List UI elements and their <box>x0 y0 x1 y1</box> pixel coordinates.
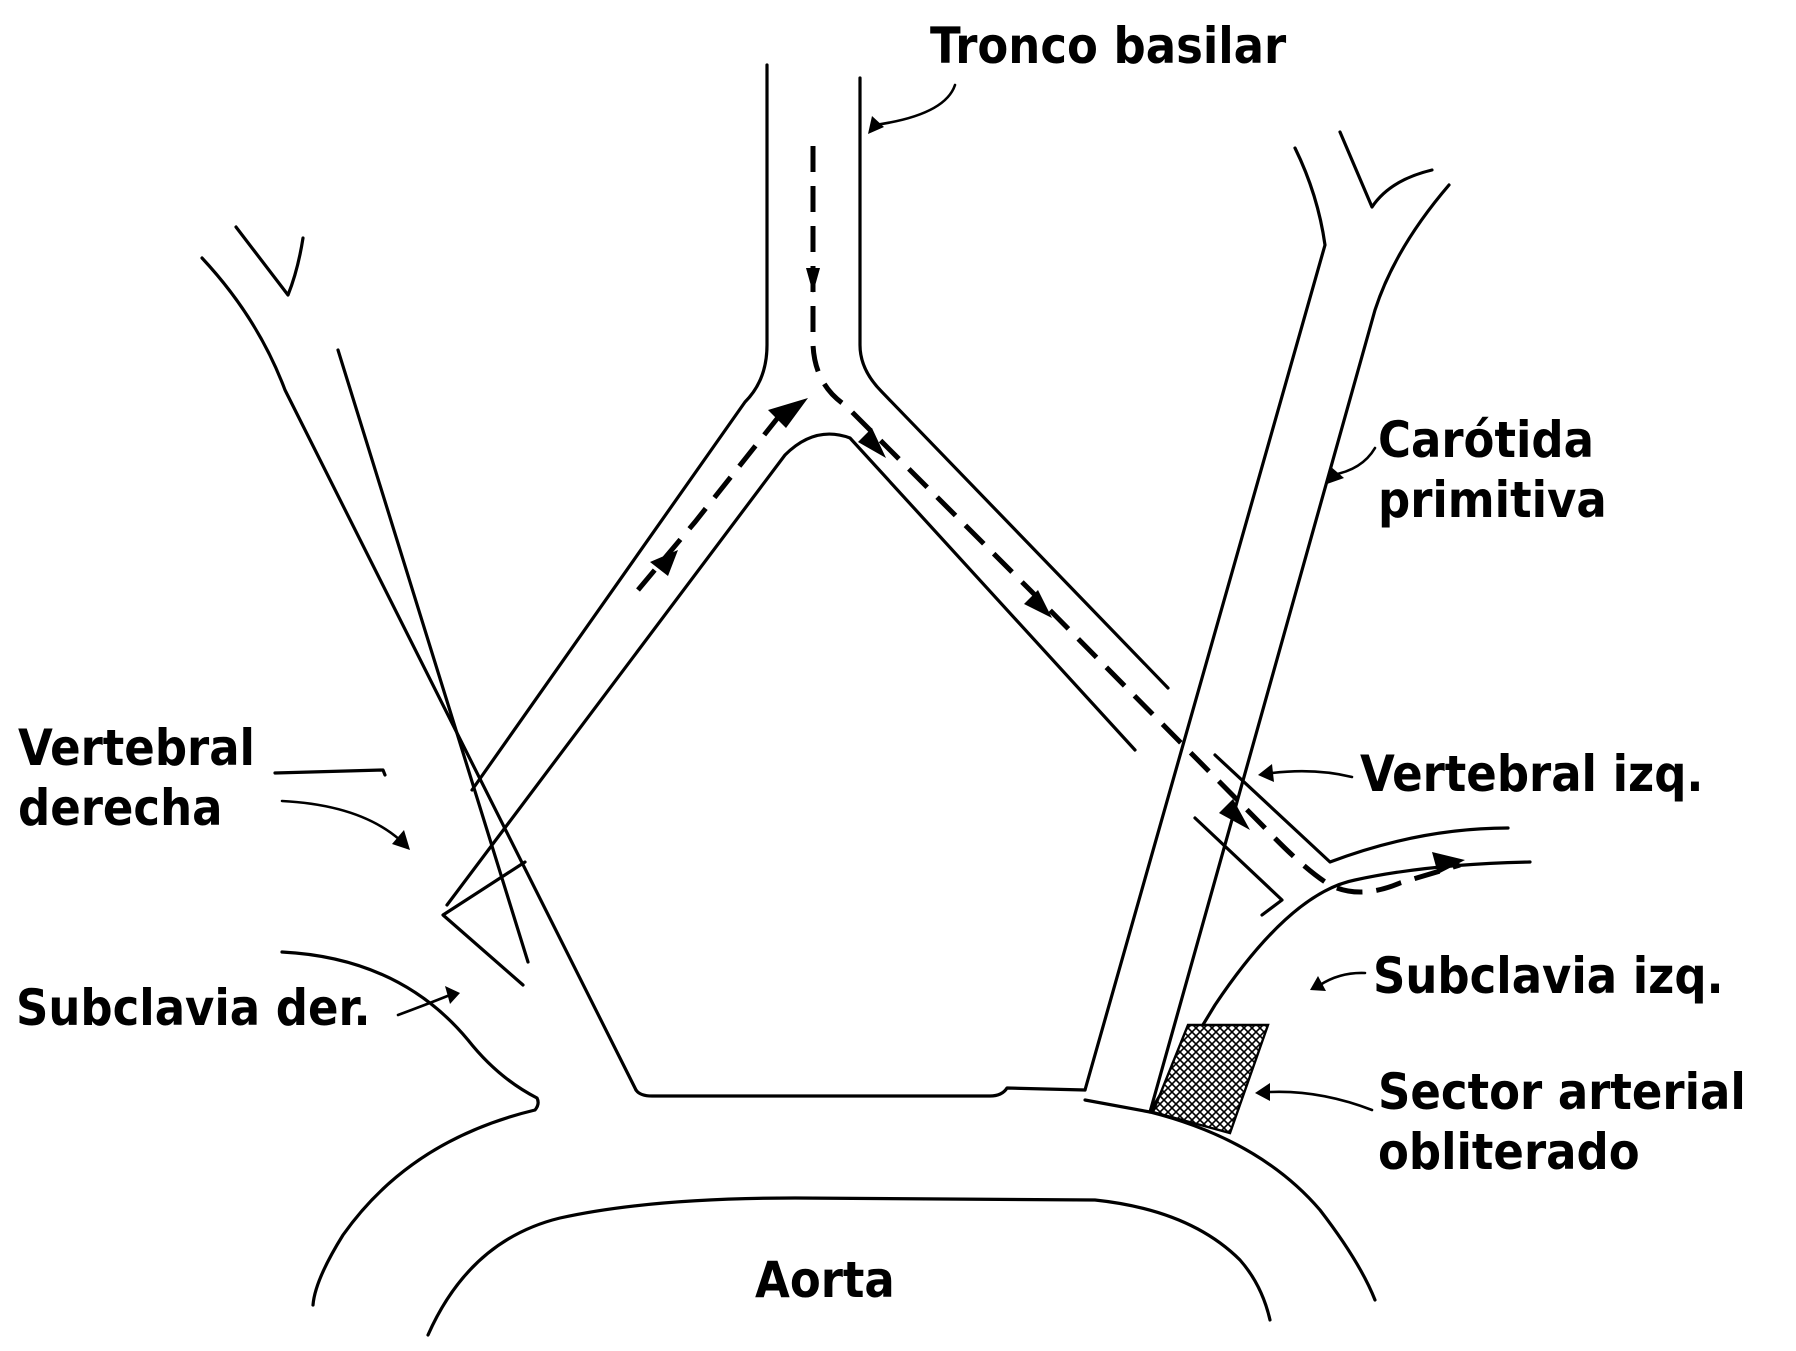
leader-vertebral-izq-tip <box>1258 764 1274 782</box>
right-vertebral-right-wall <box>338 350 528 962</box>
right-vertebral-left-wall <box>202 258 636 1090</box>
label-vertebral-derecha-line1: Vertebral <box>18 718 255 778</box>
label-vertebral-izq: Vertebral izq. <box>1360 746 1703 802</box>
label-tronco-basilar: Tronco basilar <box>930 18 1286 74</box>
label-carotida-line2: primitiva <box>1378 470 1607 530</box>
leader-sector <box>1270 1092 1372 1110</box>
label-vertebral-derecha-line2: derecha <box>18 778 255 838</box>
leader-carotida-tip <box>1327 466 1344 484</box>
flow-arrowhead-down-right-3 <box>1219 799 1250 830</box>
label-carotida-line1: Carótida <box>1378 410 1607 470</box>
leader-subclavia-izq <box>1320 973 1365 985</box>
label-subclavia-izq: Subclavia izq. <box>1373 948 1724 1004</box>
leader-vertebral-derecha-tip <box>392 830 410 850</box>
aortic-arch-right-wall <box>1150 1112 1375 1300</box>
right-vertebral-lower-wall <box>443 862 525 985</box>
basilar-trunk-left-wall <box>472 65 767 790</box>
label-subclavia-der: Subclavia der. <box>16 980 371 1036</box>
leader-vertebral-izq <box>1272 771 1352 777</box>
label-sector-line1: Sector arterial <box>1378 1062 1746 1122</box>
flow-arrowhead-down <box>806 268 820 293</box>
right-vertebral-upper-branch <box>236 227 303 295</box>
label-sector-line2: obliterado <box>1378 1122 1746 1182</box>
leader-vertebral-derecha <box>282 801 400 840</box>
left-carotid-upper-branch <box>1340 132 1432 207</box>
label-sector-arterial-obliterado: Sector arterial obliterado <box>1378 1062 1746 1182</box>
label-aorta: Aorta <box>755 1252 895 1308</box>
junction-floor <box>636 1088 1085 1096</box>
leader-tronco-basilar <box>875 85 955 125</box>
flow-arrowhead-down-right-2 <box>1024 590 1052 618</box>
label-vertebral-derecha: Vertebral derecha <box>18 718 255 838</box>
right-subclavian-upper-wall <box>275 770 385 775</box>
basilar-trunk-right-wall <box>860 78 1168 688</box>
leader-carotida <box>1332 448 1375 475</box>
leader-tronco-basilar-tip <box>868 116 884 134</box>
basilar-bifurcation-inner-wall <box>447 434 1135 905</box>
left-subclavian-lower-wall <box>1085 1100 1150 1112</box>
label-carotida-primitiva: Carótida primitiva <box>1378 410 1607 530</box>
leader-sector-tip <box>1255 1083 1270 1101</box>
